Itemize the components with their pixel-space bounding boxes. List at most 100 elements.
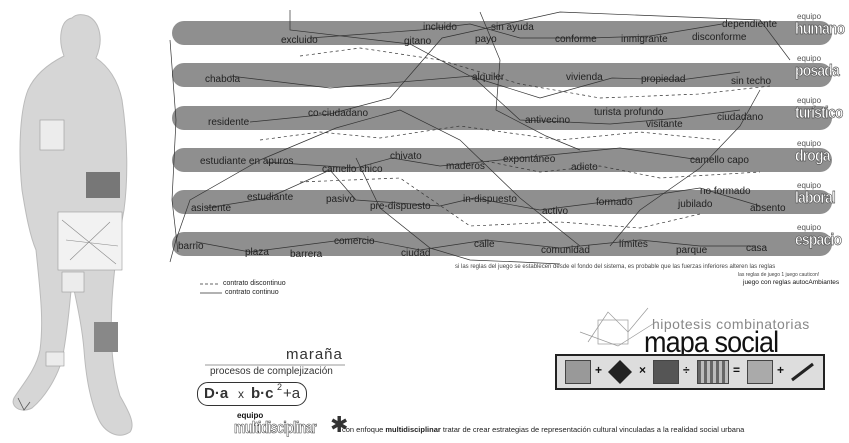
word-pasivo: pasivo <box>326 194 355 205</box>
team-equipo-label: equipo <box>797 181 822 190</box>
word-jubilado: jubilado <box>678 199 713 210</box>
team-name-posada: posada <box>795 61 840 81</box>
team-name-droga: droga <box>795 146 831 166</box>
word-gitano: gitano <box>404 36 432 47</box>
band-turistico <box>172 106 832 130</box>
word-payo: payo <box>475 34 497 45</box>
connector-line-dashed <box>299 177 701 229</box>
word-antivecino: antivecino <box>525 115 571 126</box>
word-activo: activo <box>542 206 569 217</box>
footnote-rules: si las reglas del juego se establecen de… <box>455 264 776 270</box>
word-comercio: comercio <box>334 236 375 247</box>
word-comunidad: comunidad <box>541 245 590 256</box>
footer-mission: con enfoque multidisciplinar tratar de c… <box>342 425 744 434</box>
connector-line <box>169 39 179 253</box>
band-posada <box>172 63 832 87</box>
thumbnail-lines <box>61 219 119 265</box>
mission-pre: con enfoque <box>342 425 386 434</box>
word-propiedad: propiedad <box>641 74 686 85</box>
word-parque: parque <box>676 245 708 256</box>
connector-line <box>265 147 701 169</box>
connector-line <box>309 23 723 39</box>
word-visitante: visitante <box>646 119 683 130</box>
human-silhouette <box>12 14 133 436</box>
team-name-turistico: turístico <box>795 103 844 123</box>
thumbnail <box>61 271 85 293</box>
word-expontaneo: expontáneo <box>503 154 556 165</box>
word-turista-profundo: turista profundo <box>594 107 664 118</box>
strip-operator: = <box>733 363 741 377</box>
connector-line-dashed <box>299 47 771 99</box>
team-equipo-label: equipo <box>797 223 822 232</box>
equation-term-b: b·c <box>251 385 274 402</box>
word-estudiante-en-apuros: estudiante en apuros <box>200 156 294 167</box>
connector-line <box>249 11 791 123</box>
thumbnail <box>94 322 118 352</box>
mission-post: tratar de crear estrategias de represent… <box>440 425 745 434</box>
footer-multidisciplinar: multidisciplinar <box>234 418 317 438</box>
equation-term-a: D·a <box>204 385 229 402</box>
connector-line <box>355 157 561 265</box>
connector-line-dashed <box>479 159 761 179</box>
procesos-label: procesos de complejización <box>210 366 333 377</box>
thumbnail-lines <box>17 397 31 411</box>
team-name-espacio: espacio <box>795 230 843 250</box>
word-estudiante: estudiante <box>247 192 294 203</box>
word-incluido: incluido <box>423 22 457 33</box>
word-dependiente: dependiente <box>722 19 778 30</box>
connector-line-dashed <box>259 125 721 141</box>
connector-line <box>609 89 761 247</box>
word-disconforme: disconforme <box>692 32 747 43</box>
thumbnail <box>45 351 65 367</box>
word-pre-dispuesto: pre-dispuesto <box>370 201 431 212</box>
legend-continuous: contrato continuo <box>225 289 279 296</box>
word-alquiler: alquiler <box>472 72 505 83</box>
divider-line <box>205 364 345 366</box>
word-ciudadano: ciudadano <box>717 112 764 123</box>
title-mapa-social: mapa social <box>644 326 779 359</box>
strip-image <box>565 360 591 384</box>
word-camello-chico: camello chico <box>322 164 383 175</box>
footer-equipo: equipo <box>237 411 264 420</box>
footnote-autocambiantes: juego con reglas autocAmbiantes <box>743 279 840 286</box>
pen-icon <box>791 362 814 382</box>
team-equipo-label: equipo <box>797 12 822 21</box>
word-limites: límites <box>619 239 648 250</box>
connector-line <box>229 75 741 125</box>
word-vivienda: vivienda <box>566 72 603 83</box>
strip-operator: ÷ <box>683 363 690 377</box>
word-adicto: adicto <box>571 162 598 173</box>
word-barrera: barrera <box>290 249 323 260</box>
word-ciudad: ciudad <box>401 248 431 259</box>
word-no-formado: no formado <box>700 186 751 197</box>
word-residente: residente <box>208 117 250 128</box>
diamond-icon <box>608 360 632 384</box>
word-sin-ayuda: sin ayuda <box>491 22 534 33</box>
thumbnail <box>86 172 120 198</box>
word-formado: formado <box>596 197 633 208</box>
equation-box: D·a x b·c 2 +a <box>197 382 307 406</box>
team-name-laboral: laboral <box>795 188 836 208</box>
strip-operator: + <box>777 363 785 377</box>
mission-bold: multidisciplinar <box>385 425 441 434</box>
word-sin-techo: sin techo <box>731 76 772 87</box>
equation-end: +a <box>283 385 301 402</box>
strip-image <box>653 360 679 384</box>
band-laboral <box>172 190 832 214</box>
band-espacio <box>172 232 832 256</box>
thumbnail <box>39 119 65 151</box>
word-in-dispuesto: in-dispuesto <box>463 194 517 205</box>
strip-operator: + <box>595 363 603 377</box>
legend-discontinuous: contrato discontinuo <box>223 280 286 287</box>
team-equipo-label: equipo <box>797 139 822 148</box>
word-barrio: barrio <box>178 241 204 252</box>
connector-line <box>479 11 581 151</box>
footnote-rules-small: las reglas de juego 1 juego cauticon! <box>738 272 820 278</box>
word-asistente: asistente <box>191 203 232 214</box>
team-equipo-label: equipo <box>797 96 822 105</box>
connector-line <box>195 237 756 253</box>
word-absento: absento <box>750 203 786 214</box>
strip-operator: × <box>639 363 647 377</box>
word-casa: casa <box>746 243 768 254</box>
